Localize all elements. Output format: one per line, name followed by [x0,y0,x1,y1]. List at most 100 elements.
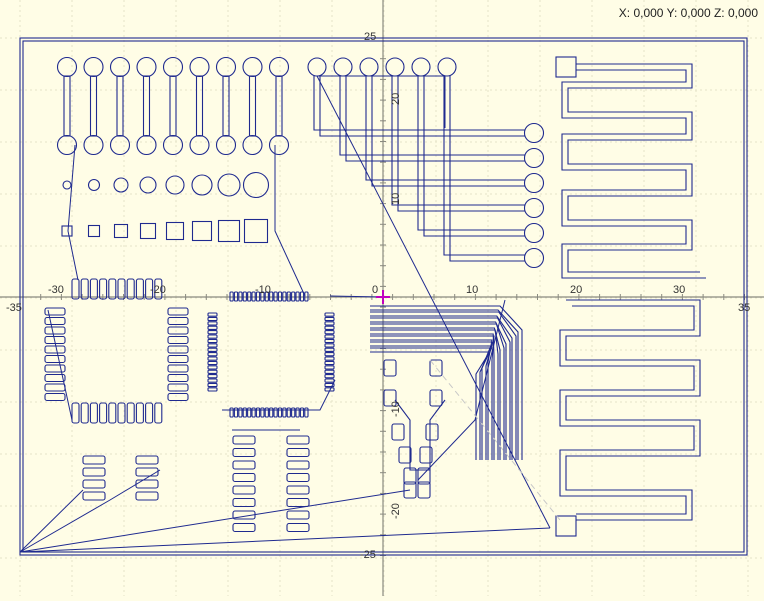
pad-square [217,219,241,243]
trace-l [319,76,525,137]
soic-pad [82,455,106,465]
soic-pad [286,510,310,520]
pad-circle [523,147,545,169]
ic-pad [117,278,126,300]
pad-square [87,224,101,238]
smd-pad [417,467,431,485]
pad-circle [83,134,104,156]
ic-pad [255,291,261,302]
soic-pad [135,455,159,465]
ic-pad [299,407,305,418]
pad-circle [333,57,353,77]
ic-pad [108,278,117,300]
ic-pad [277,407,283,418]
smd-pad [417,481,431,499]
trace-l [397,76,525,212]
ic-pad [207,330,218,335]
smd-pad [383,359,397,377]
ic-pad [238,407,243,418]
ic-pad [89,278,98,300]
x-tick-label: 30 [673,284,685,296]
pad-square [243,218,269,244]
ic-pad [207,316,218,322]
trace-bundle [370,317,511,460]
ic-pad [324,360,335,366]
pad-circle [109,56,131,78]
serpentine-trace [561,63,706,279]
trace-bundle [370,347,493,460]
pad-circle [56,134,78,156]
ic-pad [126,402,135,424]
ic-pad [251,291,256,302]
pad-circle [437,57,457,77]
soic-pad [232,472,256,483]
ic-pad [324,312,335,317]
ic-pad [44,373,66,383]
ic-pad [117,402,126,424]
soic-pad [286,485,310,495]
ic-pad [207,356,218,361]
pad-circle [83,56,104,78]
ic-pad [295,291,300,302]
smd-pad [391,423,405,441]
ic-pad [207,312,218,317]
ic-pad [324,356,335,361]
pad-trace [222,75,230,137]
rapid-move [317,75,446,128]
ic-pad [167,335,189,345]
pad-circle [62,180,72,190]
ic-pad [89,402,98,424]
ic-pad [145,402,154,424]
pad-circle [217,173,241,197]
pad-trace [169,75,177,137]
soic-pad [232,485,256,495]
axis-tick-labels: -35 -30 -20 -10 0 10 20 30 35 25 20 10 -… [6,31,750,561]
ic-pad [167,307,189,316]
rapid-move [316,75,551,529]
ic-pad [167,364,189,373]
ic-pad [324,352,335,357]
ic-pad [135,402,144,424]
pad-trace [195,75,204,137]
ic-pad [282,407,287,418]
ic-pad [324,378,335,383]
rapid-move [19,469,161,553]
ic-pad [233,291,239,302]
pad-circle [113,177,129,193]
ic-pad [108,402,117,424]
smd-pad [425,423,439,441]
pad-circle [242,171,270,199]
soic-pad [232,460,256,470]
soic-pad [135,479,159,489]
ic-pad [207,360,218,366]
pad-circle [307,57,327,77]
dashed-path [429,359,561,521]
pad-trace [275,75,283,137]
x-tick-label: -20 [150,284,166,296]
trace-bundle [370,329,499,460]
ic-pad [154,278,163,300]
soic-pad [286,472,310,483]
soic-pad [135,491,159,501]
trace-l [449,76,525,262]
x-tick-label: 20 [570,284,582,296]
pad-circle [411,57,431,77]
ic-pad [247,291,252,302]
ic-pad [242,407,247,418]
y-tick-label: -10 [390,401,402,417]
ic-pad [273,407,278,418]
pad-square [113,223,129,239]
ic-pad [207,334,218,339]
soic-pad [232,522,256,533]
y-tick-label: 10 [390,193,402,205]
trace-l [391,76,525,206]
ic-pad [324,374,335,379]
trace-bundle [370,309,519,460]
ic-pad [264,291,269,302]
ic-pad [286,291,291,302]
pad-circle [523,222,545,244]
ic-pad [167,392,189,402]
ic-pad [167,354,189,364]
